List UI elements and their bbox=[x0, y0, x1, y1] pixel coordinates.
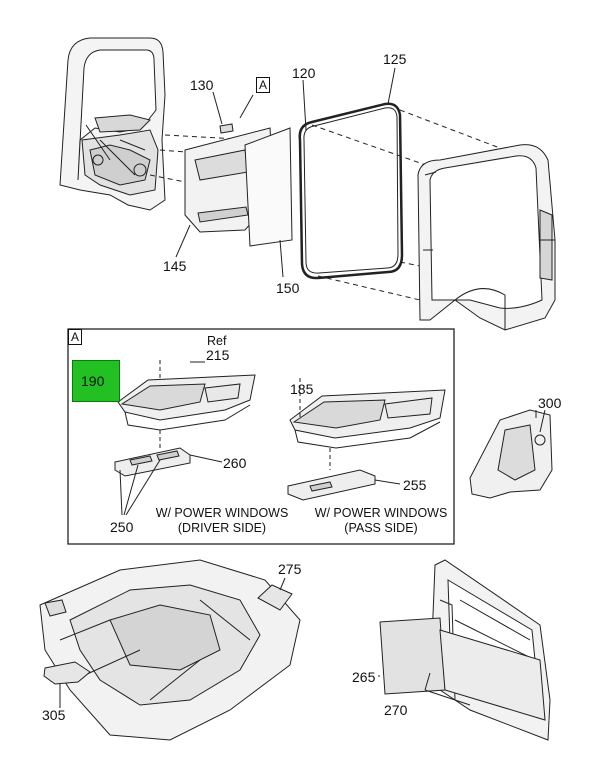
pad-275-drawing bbox=[257, 584, 293, 611]
label-265: 265 bbox=[352, 669, 376, 685]
leader-250 bbox=[119, 459, 161, 516]
floor-pan-drawing bbox=[39, 559, 301, 741]
cab-body-side bbox=[417, 144, 556, 331]
view-a-box-label: A bbox=[68, 329, 83, 345]
panel-150-sheet bbox=[244, 127, 293, 247]
caption-pass-side: W/ POWER WINDOWS (PASS SIDE) bbox=[311, 506, 451, 536]
switch-plate-255-drawing bbox=[287, 469, 401, 501]
door-frame-drawing bbox=[59, 37, 166, 211]
label-275: 275 bbox=[278, 561, 302, 577]
caption-driver-line2: (DRIVER SIDE) bbox=[177, 521, 267, 535]
part-130-shape bbox=[219, 123, 234, 134]
label-270: 270 bbox=[384, 702, 408, 718]
insulation-265-270-drawing bbox=[378, 617, 546, 721]
label-255: 255 bbox=[403, 477, 427, 493]
caption-driver-side: W/ POWER WINDOWS (DRIVER SIDE) bbox=[152, 506, 292, 536]
label-150: 150 bbox=[276, 280, 300, 296]
armrest-185-drawing bbox=[289, 378, 446, 470]
caption-driver-line1: W/ POWER WINDOWS bbox=[155, 506, 289, 520]
label-305: 305 bbox=[42, 707, 66, 723]
label-ref: Ref bbox=[207, 334, 227, 348]
bracket-300-drawing bbox=[469, 409, 553, 499]
pad-305-drawing bbox=[43, 661, 91, 685]
label-300: 300 bbox=[538, 395, 562, 411]
label-145: 145 bbox=[163, 258, 187, 274]
caption-pass-line2: (PASS SIDE) bbox=[344, 521, 418, 535]
view-a-frame bbox=[67, 328, 455, 545]
leader-275 bbox=[279, 577, 286, 591]
switch-plate-260-drawing bbox=[114, 430, 223, 477]
label-215: 215 bbox=[206, 347, 230, 363]
caption-pass-line1: W/ POWER WINDOWS bbox=[314, 506, 448, 520]
leader-lines-cab bbox=[311, 109, 506, 301]
highlight-190[interactable]: 190 bbox=[72, 360, 120, 402]
leaders-top bbox=[175, 67, 537, 418]
weatherstrip-120-125 bbox=[298, 102, 404, 280]
label-250: 250 bbox=[110, 519, 134, 535]
label-260: 260 bbox=[223, 455, 247, 471]
view-a-callout-box: A bbox=[256, 77, 271, 93]
armrest-190-drawing bbox=[117, 360, 256, 431]
label-185: 185 bbox=[290, 381, 314, 397]
label-130: 130 bbox=[190, 77, 214, 93]
label-190: 190 bbox=[81, 373, 105, 389]
label-120: 120 bbox=[292, 65, 316, 81]
label-125: 125 bbox=[383, 51, 407, 67]
